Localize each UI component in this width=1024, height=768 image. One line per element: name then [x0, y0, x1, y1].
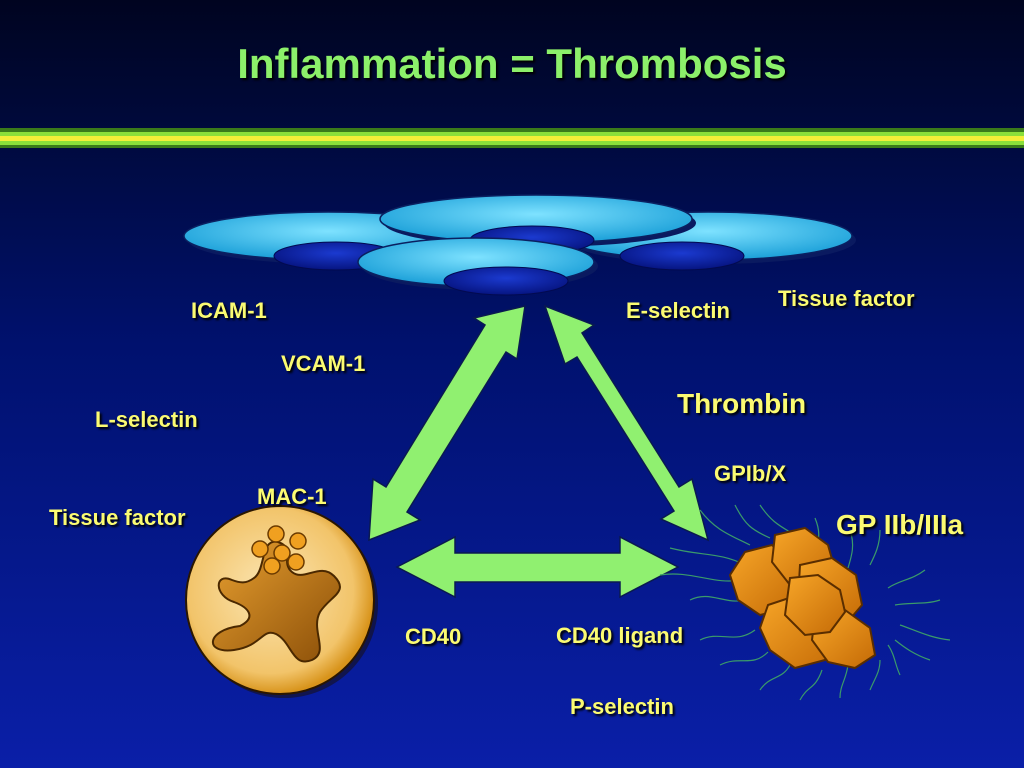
- leukocyte-cell: [185, 505, 378, 698]
- label-thrombin: Thrombin: [677, 388, 807, 419]
- slide-title: Inflammation = Thrombosis: [237, 40, 787, 87]
- label-cd40-ligand: CD40 ligand: [556, 623, 684, 648]
- arrow-endothelium-platelet: [543, 304, 710, 542]
- label-l-selectin: L-selectin: [95, 407, 198, 432]
- label-p-selectin: P-selectin: [570, 694, 674, 719]
- platelet: [783, 573, 847, 637]
- endothelial-cell: [357, 237, 598, 296]
- label-e-selectin: E-selectin: [626, 298, 730, 323]
- label-gpib-x: GPIb/X: [714, 461, 787, 486]
- label-gp-iib-iiia: GP IIb/IIIa: [836, 509, 964, 540]
- platelet-aggregate: [659, 504, 951, 701]
- label-tissue-factor-leukocyte: Tissue factor: [49, 505, 186, 530]
- leukocyte-granules: [251, 525, 307, 575]
- label-mac-1: MAC-1: [257, 484, 327, 509]
- label-icam-1: ICAM-1: [191, 298, 267, 323]
- arrow-leukocyte-platelet: [395, 535, 680, 599]
- label-cd40: CD40: [405, 624, 462, 649]
- arrow-endothelium-leukocyte: [368, 305, 526, 542]
- label-tissue-factor-endothelium: Tissue factor: [778, 286, 915, 311]
- label-vcam-1: VCAM-1: [281, 351, 366, 376]
- endothelial-cells: [183, 194, 856, 296]
